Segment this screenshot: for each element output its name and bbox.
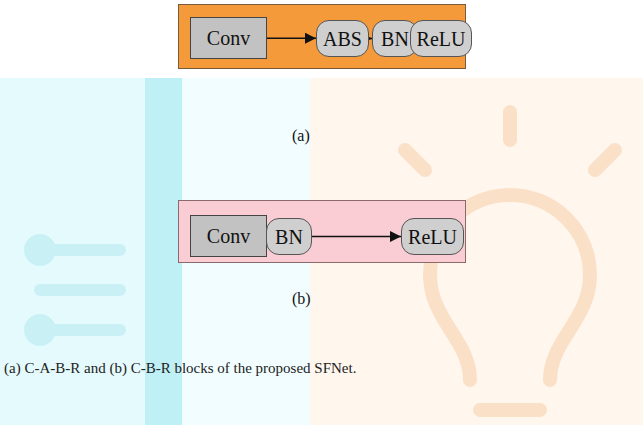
- cyan-watermark-marks: [30, 240, 120, 340]
- layer-label: ReLU: [408, 226, 457, 248]
- conv-box: Conv: [190, 17, 267, 59]
- layer-label: Conv: [207, 27, 250, 49]
- layer-label: BN: [275, 226, 303, 248]
- figure-caption: (a) C-A-B-R and (b) C-B-R blocks of the …: [4, 360, 356, 377]
- layer-box: ABS: [316, 20, 369, 57]
- layer-label: ReLU: [417, 28, 466, 50]
- subfigure-label: (b): [292, 289, 308, 309]
- layer-label: ABS: [323, 28, 362, 50]
- layer-box: BN: [266, 218, 312, 255]
- subfigure-label: (a): [292, 126, 308, 146]
- flow-arrow: [312, 236, 401, 238]
- conv-box: Conv: [190, 215, 267, 257]
- layer-box: ReLU: [401, 218, 464, 255]
- layer-box: ReLU: [410, 20, 473, 57]
- layer-label: Conv: [207, 225, 250, 247]
- layer-label: BN: [381, 28, 409, 50]
- flow-arrow: [267, 37, 316, 39]
